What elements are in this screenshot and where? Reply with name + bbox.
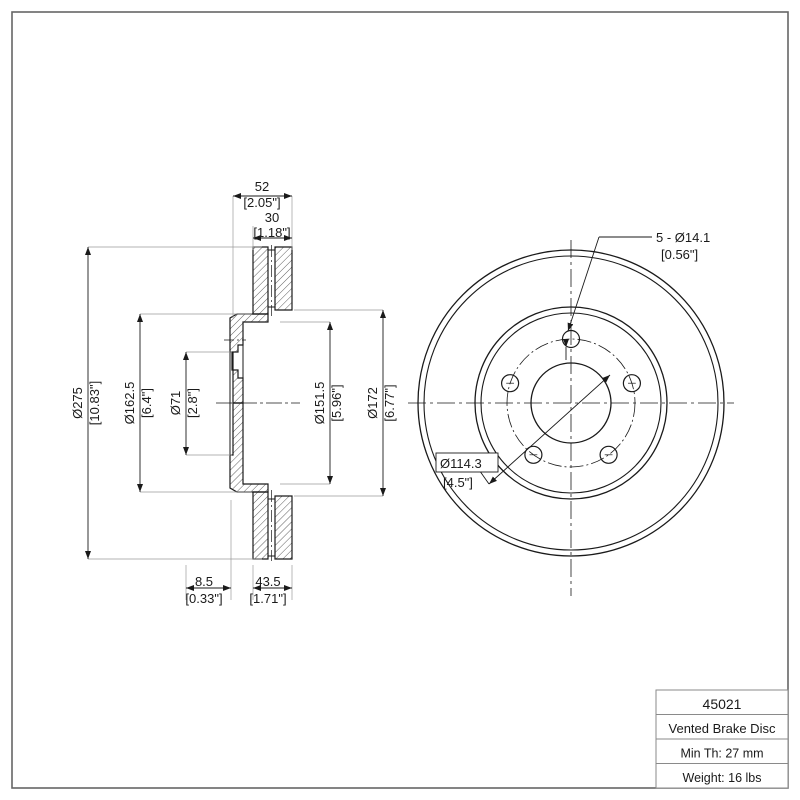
dim-overall-width-mm: 52	[255, 179, 269, 194]
title-block-weight: Weight: 16 lbs	[683, 771, 762, 785]
leader-line-bolt-hole-callout	[567, 236, 600, 332]
dim-rotor-width-mm: 30	[265, 210, 279, 225]
callout-bolt-circle-mm: Ø114.3	[440, 456, 482, 471]
dim-center-bore-mm: Ø71	[168, 391, 183, 416]
dim-overall-width-in: [2.05"]	[243, 195, 280, 210]
rotor-lower-outboard-plate	[274, 495, 293, 560]
callout-bolt-hole-diameter-in: [0.56"]	[661, 247, 698, 262]
dim-outer-diameter-mm: Ø275	[70, 387, 85, 419]
dim-offset-in: [1.71"]	[249, 591, 286, 606]
rotor-lower-inboard-plate	[252, 491, 269, 560]
dim-center-bore-in: [2.8"]	[185, 388, 200, 418]
dim-hat-outer-diameter-mm: Ø162.5	[122, 382, 137, 425]
title-block: 45021 Vented Brake Disc Min Th: 27 mm We…	[655, 689, 789, 789]
dim-inner-ring-diameter-in: [5.96"]	[329, 384, 344, 421]
title-block-description: Vented Brake Disc	[669, 721, 776, 736]
rotor-upper-outboard-plate	[274, 246, 293, 311]
rotor-upper-inboard-plate	[252, 246, 269, 315]
hat-outer-circle-inner-edge	[480, 312, 662, 494]
bolt-circle-label-box	[435, 452, 499, 473]
callout-bolt-hole-count-diameter: 5 - Ø14.1	[656, 230, 710, 245]
callout-bolt-circle-in: [4.5"]	[443, 475, 473, 490]
dim-hat-outer-diameter-in: [6.4"]	[139, 388, 154, 418]
dim-inner-ring-diameter-mm: Ø151.5	[312, 382, 327, 425]
dim-vent-ring-diameter-in: [6.77"]	[382, 384, 397, 421]
sheet-border	[11, 11, 789, 789]
title-block-part-number: 45021	[703, 696, 742, 712]
hat-wall-lower	[229, 402, 269, 493]
cross-section-side-view: 52 [2.05"] 30 [1.18"] Ø275 [10.83"] Ø162…	[70, 179, 397, 606]
dim-vent-ring-diameter-mm: Ø172	[365, 387, 380, 419]
dim-outer-diameter-in: [10.83"]	[87, 381, 102, 425]
front-face-view: 5 - Ø14.1 [0.56"] Ø114.3 [4.5"]	[408, 230, 734, 596]
title-block-min-thickness: Min Th: 27 mm	[680, 747, 763, 761]
rotor-outer-circle	[417, 249, 725, 557]
rotor-outer-circle-inner-edge	[423, 255, 719, 551]
bolt-circle-dim-line	[488, 374, 611, 485]
dim-offset-mm: 43.5	[255, 574, 280, 589]
hat-wall-upper	[229, 313, 269, 404]
hat-outer-circle	[474, 306, 668, 500]
bolt-hole-upper-right	[622, 374, 642, 393]
dim-hat-depth-in: [0.33"]	[185, 591, 222, 606]
dim-rotor-width-in: [1.18"]	[253, 225, 290, 240]
dim-hat-depth-mm: 8.5	[195, 574, 213, 589]
